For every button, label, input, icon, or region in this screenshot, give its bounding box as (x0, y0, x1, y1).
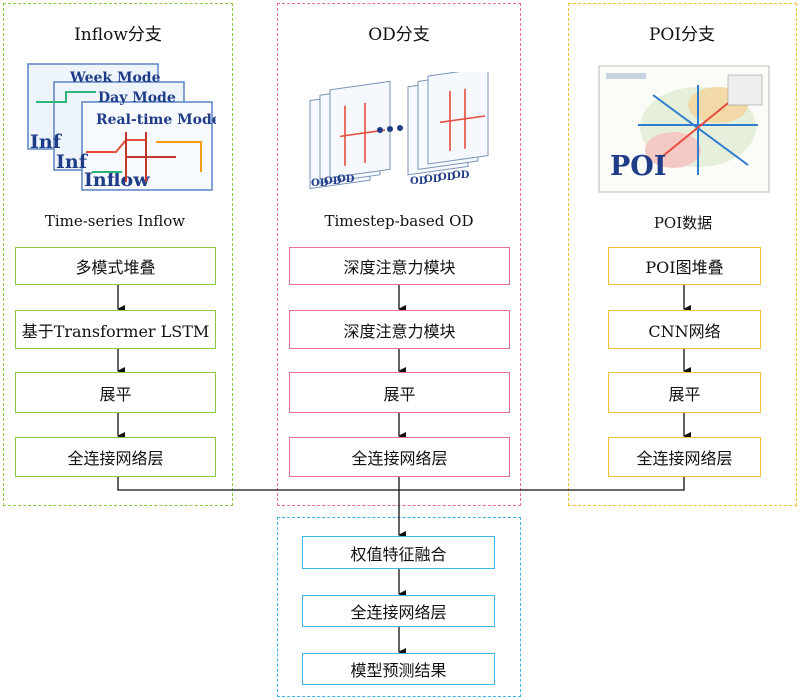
ellipsis-dot-icon (387, 126, 393, 132)
od-caption: Timestep-based OD (324, 212, 474, 230)
ellipsis-dot-icon (397, 125, 403, 131)
day-mode-label: Day Mode (98, 90, 176, 106)
fusion-step-2: 全连接网络层 (302, 595, 495, 627)
poi-step-2: CNN网络 (608, 310, 761, 349)
fusion-step-1: 权值特征融合 (302, 536, 495, 569)
od-label: OD (324, 176, 342, 187)
inflow-branch-title: Inflow分支 (74, 25, 162, 45)
od-step-3: 展平 (289, 372, 510, 413)
poi-branch-title: POI分支 (648, 25, 716, 45)
od-label: OD (438, 172, 456, 183)
inflow-step-2: 基于Transformer LSTM (15, 310, 216, 349)
od-label: OD (424, 174, 442, 185)
inflow-step-1: 多模式堆叠 (15, 247, 216, 285)
week-mode-label: Week Mode (69, 70, 161, 86)
od-label: OD (452, 170, 470, 181)
inflow-label-front: Inflow (84, 169, 150, 191)
poi-step-3: 展平 (608, 372, 761, 413)
fusion-step-3: 模型预测结果 (302, 653, 495, 685)
realtime-mode-label: Real-time Mode (96, 112, 216, 128)
poi-branch-panel (568, 3, 797, 506)
poi-step-4: 全连接网络层 (608, 437, 761, 477)
poi-step-1: POI图堆叠 (608, 247, 761, 285)
inflow-label-mid: Inf (56, 151, 89, 173)
od-label: OD (337, 174, 355, 185)
od-label: OD (410, 176, 428, 187)
inflow-step-3: 展平 (15, 372, 216, 413)
inflow-branch-panel (3, 3, 233, 506)
inflow-caption: Time-series Inflow (44, 212, 186, 230)
poi-map-image: POI (598, 65, 770, 193)
od-step-4: 全连接网络层 (289, 437, 510, 477)
od-timestep-matrices-image: OD OD OD OD OD OD OD (309, 72, 489, 190)
inflow-mode-stack-image: Week Mode Day Mode Real-time Mode Inf In… (27, 63, 216, 191)
inflow-step-4: 全连接网络层 (15, 437, 216, 477)
od-label: OD (311, 178, 329, 189)
inflow-label-back: Inf (30, 131, 63, 153)
od-branch-title: OD分支 (368, 25, 430, 45)
poi-label: POI (610, 151, 666, 182)
od-step-2: 深度注意力模块 (289, 310, 510, 349)
ellipsis-dot-icon (377, 127, 383, 133)
od-step-1: 深度注意力模块 (289, 247, 510, 285)
poi-caption: POI数据 (653, 214, 713, 232)
